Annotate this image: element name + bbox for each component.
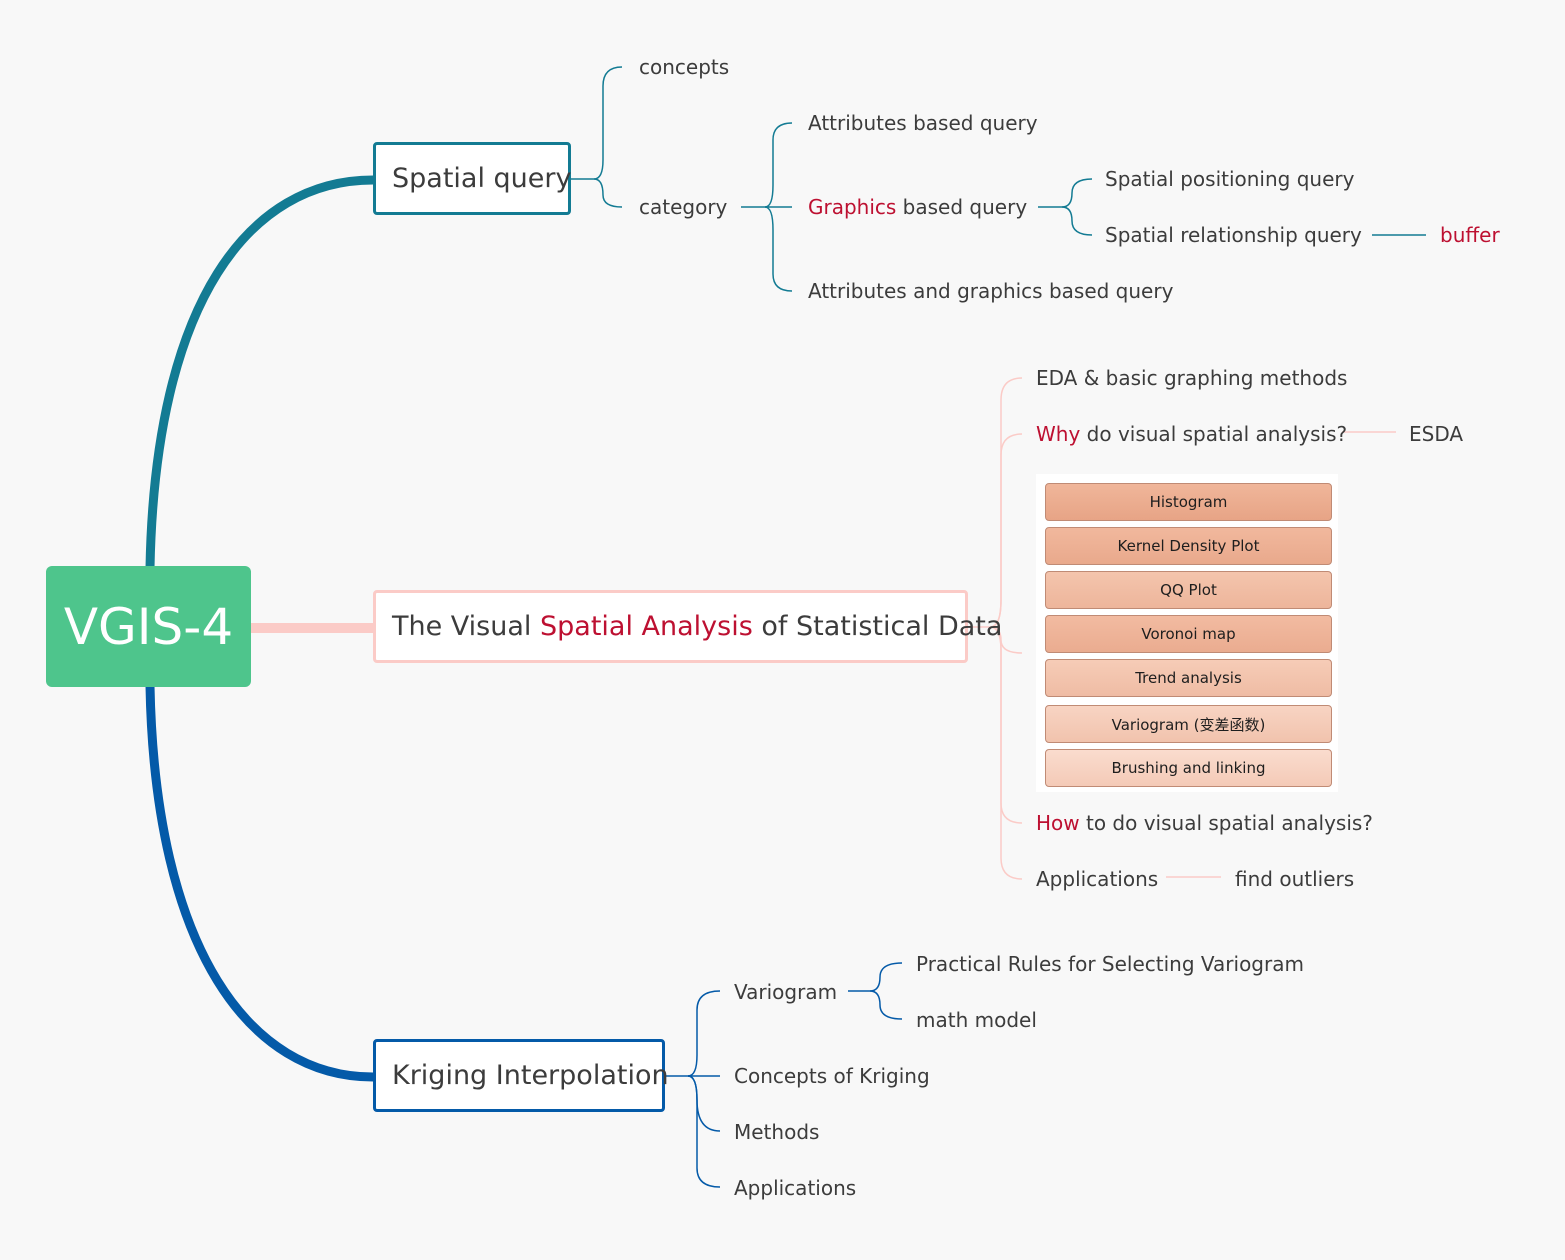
subtopic-how-visual-analysis[interactable]: How to do visual spatial analysis? bbox=[1036, 811, 1373, 835]
subtopic-practical-rules[interactable]: Practical Rules for Selecting Variogram bbox=[916, 952, 1304, 976]
subtopic-buffer[interactable]: buffer bbox=[1440, 223, 1500, 247]
method-histogram: Histogram bbox=[1045, 483, 1332, 521]
subtopic-spatial-positioning-query[interactable]: Spatial positioning query bbox=[1105, 167, 1355, 191]
topic-visual-spatial-analysis[interactable]: The Visual Spatial Analysis of Statistic… bbox=[373, 590, 1002, 663]
how-highlight: How bbox=[1036, 811, 1080, 835]
subtopic-concepts[interactable]: concepts bbox=[639, 55, 730, 79]
subtopic-concepts-of-kriging[interactable]: Concepts of Kriging bbox=[734, 1064, 930, 1088]
method-qq-plot: QQ Plot bbox=[1045, 571, 1332, 609]
topic-visual-analysis-title-highlight: Spatial Analysis bbox=[540, 611, 753, 642]
method-variogram: Variogram (变差函数) bbox=[1045, 705, 1332, 743]
subtopic-esda[interactable]: ESDA bbox=[1409, 422, 1464, 446]
how-rest: to do visual spatial analysis? bbox=[1079, 811, 1373, 835]
subtopic-graphics-based-query[interactable]: Graphics based query bbox=[808, 195, 1027, 219]
topic-kriging-title: Kriging Interpolation bbox=[392, 1060, 669, 1091]
topic-spatial-query-title: Spatial query bbox=[392, 163, 572, 194]
branch-kriging bbox=[145, 685, 374, 1082]
subtopic-find-outliers[interactable]: find outliers bbox=[1235, 867, 1355, 891]
subtopic-math-model[interactable]: math model bbox=[916, 1008, 1037, 1032]
graphics-highlight: Graphics bbox=[808, 195, 897, 219]
subtopic-variogram[interactable]: Variogram bbox=[734, 980, 838, 1004]
why-highlight: Why bbox=[1036, 422, 1081, 446]
subtopic-category[interactable]: category bbox=[639, 195, 728, 219]
method-voronoi-map: Voronoi map bbox=[1045, 615, 1332, 653]
subtopic-attributes-based-query[interactable]: Attributes based query bbox=[808, 111, 1038, 135]
subtopic-why-visual-analysis[interactable]: Why do visual spatial analysis? bbox=[1036, 422, 1347, 446]
subtopic-spatial-relationship-query[interactable]: Spatial relationship query bbox=[1105, 223, 1362, 247]
subtopic-attributes-and-graphics-query[interactable]: Attributes and graphics based query bbox=[808, 279, 1174, 303]
root-topic[interactable]: VGIS-4 bbox=[46, 566, 251, 687]
subtopic-applications-kriging[interactable]: Applications bbox=[734, 1176, 857, 1200]
method-trend-analysis: Trend analysis bbox=[1045, 659, 1332, 697]
root-title: VGIS-4 bbox=[63, 597, 234, 656]
graphics-rest: based query bbox=[896, 195, 1028, 219]
topic-kriging-interpolation[interactable]: Kriging Interpolation bbox=[373, 1039, 669, 1112]
subtopic-applications-visual[interactable]: Applications bbox=[1036, 867, 1159, 891]
method-kernel-density-plot: Kernel Density Plot bbox=[1045, 527, 1332, 565]
topic-visual-analysis-title-pre: The Visual bbox=[392, 611, 540, 642]
topic-visual-analysis-title-post: of Statistical Data bbox=[752, 611, 1003, 642]
methods-image[interactable]: Histogram Kernel Density Plot QQ Plot Vo… bbox=[1036, 474, 1338, 792]
why-rest: do visual spatial analysis? bbox=[1080, 422, 1348, 446]
topic-spatial-query[interactable]: Spatial query bbox=[373, 142, 571, 215]
subtopic-methods[interactable]: Methods bbox=[734, 1120, 820, 1144]
branch-spatial-query bbox=[145, 175, 374, 569]
method-brushing-linking: Brushing and linking bbox=[1045, 749, 1332, 787]
subtopic-eda-methods[interactable]: EDA & basic graphing methods bbox=[1036, 366, 1348, 390]
